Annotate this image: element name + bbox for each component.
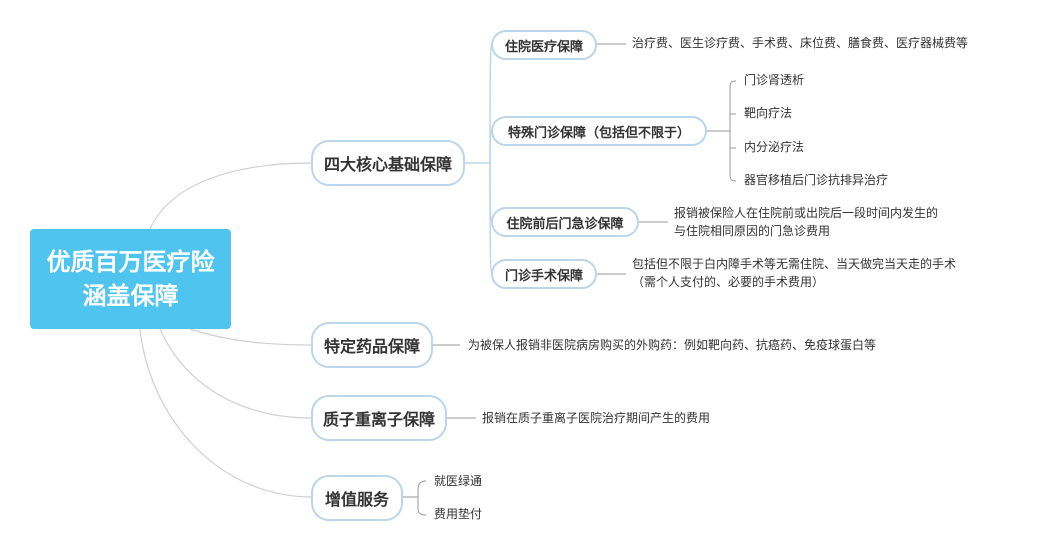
link-special-bracket xyxy=(706,80,737,182)
branch-value-label: 增值服务 xyxy=(324,490,389,509)
value-item-green-channel: 就医绿通 xyxy=(434,474,483,488)
branch-proton-label: 质子重离子保障 xyxy=(322,410,435,429)
branch-core[interactable]: 四大核心基础保障 xyxy=(311,140,465,186)
note-prepost-line2: 与住院相同原因的门急诊费用 xyxy=(674,224,831,238)
special-item-targeted: 靶向疗法 xyxy=(744,106,793,120)
note-surgery-line2: （需个人支付的、必要的手术费用） xyxy=(632,275,825,289)
root-title-line1: 优质百万医疗险 xyxy=(46,248,215,276)
link-value-bracket xyxy=(402,480,427,516)
note-proton: 报销在质子重离子医院治疗期间产生的费用 xyxy=(482,411,711,425)
sub-surgery[interactable]: 门诊手术保障 xyxy=(491,259,597,289)
branch-drug[interactable]: 特定药品保障 xyxy=(311,322,433,368)
sub-inpatient[interactable]: 住院医疗保障 xyxy=(491,30,597,60)
link-root-core xyxy=(149,162,313,230)
branch-value[interactable]: 增值服务 xyxy=(311,475,403,521)
note-prepost-line1: 报销被保险人在住院前或出院后一段时间内发生的 xyxy=(674,206,939,220)
sub-prepost-label: 住院前后门急诊保障 xyxy=(506,216,624,232)
note-inpatient: 治疗费、医生诊疗费、手术费、床位费、膳食费、医疗器械费等 xyxy=(632,36,969,50)
branch-proton[interactable]: 质子重离子保障 xyxy=(311,395,447,441)
note-drug: 为被保人报销非医院病房购买的外购药：例如靶向药、抗癌药、免疫球蛋白等 xyxy=(468,338,877,352)
root-title-line2: 涵盖保障 xyxy=(82,282,179,310)
branch-core-label: 四大核心基础保障 xyxy=(323,155,452,174)
sub-surgery-label: 门诊手术保障 xyxy=(504,268,583,284)
special-item-dialysis: 门诊肾透析 xyxy=(744,73,805,87)
sub-special[interactable]: 特殊门诊保障（包括但不限于） xyxy=(491,116,707,146)
note-surgery-line1: 包括但不限于白内障手术等无需住院、当天做完当天走的手术 xyxy=(632,257,957,271)
special-item-transplant: 器官移植后门诊抗排异治疗 xyxy=(744,173,889,187)
sub-inpatient-label: 住院医疗保障 xyxy=(504,39,583,55)
sub-prepost[interactable]: 住院前后门急诊保障 xyxy=(491,207,639,237)
sub-special-label: 特殊门诊保障（包括但不限于） xyxy=(507,125,690,141)
link-root-proton xyxy=(159,328,313,419)
special-item-endocrine: 内分泌疗法 xyxy=(744,140,805,154)
branch-drug-label: 特定药品保障 xyxy=(323,337,420,356)
link-root-drug xyxy=(189,328,313,346)
link-root-value xyxy=(139,328,313,498)
root-node[interactable]: 优质百万医疗险 涵盖保障 xyxy=(30,229,231,329)
value-item-advance-payment: 费用垫付 xyxy=(434,507,483,521)
